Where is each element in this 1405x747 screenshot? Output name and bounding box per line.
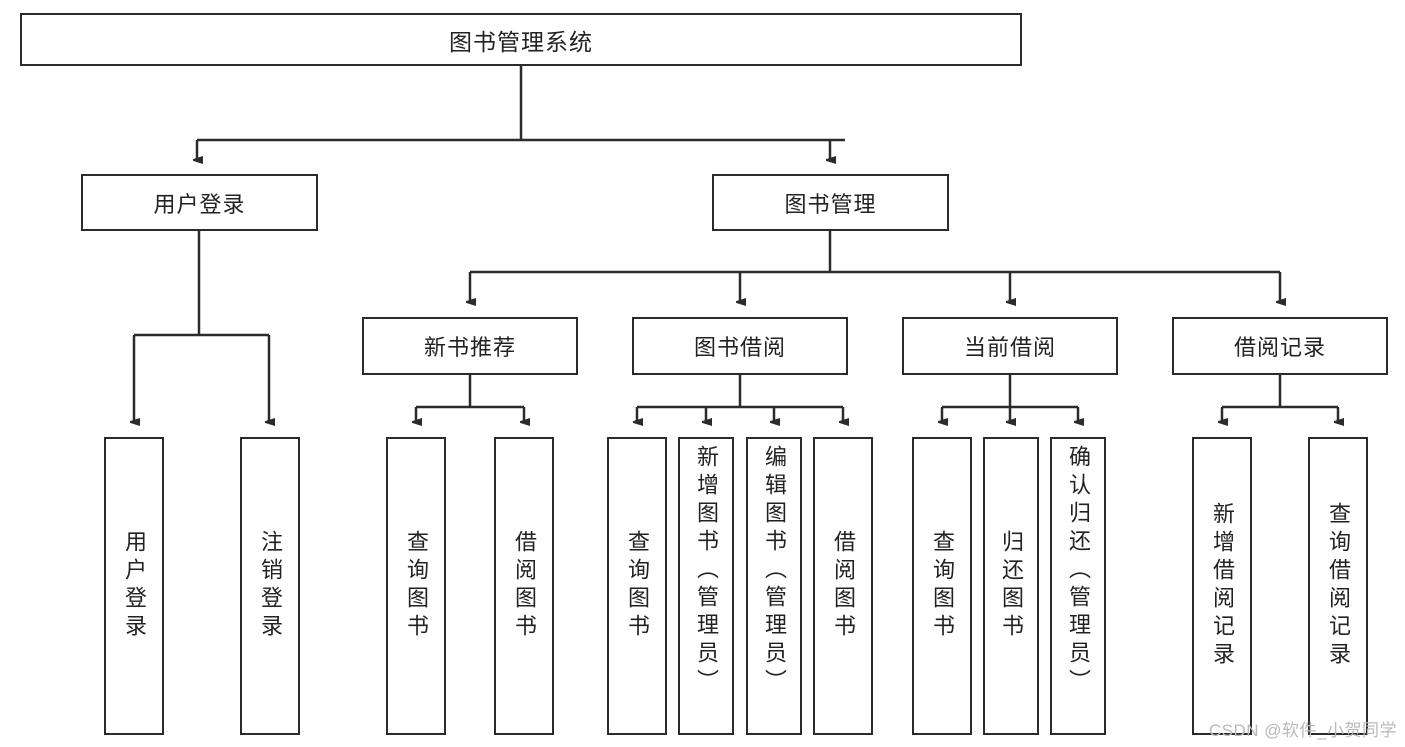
node-leaf-book-borrow-edit[interactable]: 编辑图书（管理员）: [746, 437, 802, 735]
node-label: 查询图书: [930, 530, 955, 642]
node-label: 用户登录: [153, 191, 246, 217]
node-leaf-current-borrow-confirm[interactable]: 确认归还（管理员）: [1050, 437, 1106, 735]
node-label: 新书推荐: [423, 335, 516, 360]
node-book-manage[interactable]: 图书管理: [712, 174, 949, 231]
vertical-text-wrap: 新增图书（管理员）: [680, 439, 732, 733]
vertical-text-wrap: 编辑图书（管理员）: [748, 439, 800, 733]
node-label: 当前借阅: [963, 335, 1056, 360]
vertical-text-wrap: 新增借阅记录: [1194, 439, 1250, 733]
vertical-text-wrap: 查询图书: [914, 439, 970, 733]
node-user-login[interactable]: 用户登录: [81, 174, 318, 231]
node-root-system[interactable]: 图书管理系统: [20, 13, 1022, 66]
node-label: 图书管理系统: [449, 28, 593, 55]
watermark-text: CSDN @软件_小贺同学: [1208, 721, 1397, 740]
vertical-text-wrap: 查询借阅记录: [1310, 439, 1366, 733]
node-label: 确认归还（管理员）: [1066, 445, 1091, 697]
node-label: 注销登录: [258, 530, 283, 642]
vertical-text-wrap: 借阅图书: [496, 439, 552, 733]
node-label: 查询图书: [404, 530, 429, 642]
vertical-text-wrap: 用户登录: [106, 439, 162, 733]
vertical-text-wrap: 确认归还（管理员）: [1052, 439, 1104, 733]
node-book-borrow[interactable]: 图书借阅: [632, 317, 848, 375]
node-leaf-book-borrow-add[interactable]: 新增图书（管理员）: [678, 437, 734, 735]
node-label: 新增借阅记录: [1210, 502, 1235, 670]
vertical-text-wrap: 借阅图书: [815, 439, 871, 733]
node-borrow-record[interactable]: 借阅记录: [1172, 317, 1388, 375]
node-leaf-book-borrow-borrow[interactable]: 借阅图书: [813, 437, 873, 735]
node-leaf-borrow-record-add[interactable]: 新增借阅记录: [1192, 437, 1252, 735]
node-leaf-user-login-login[interactable]: 用户登录: [104, 437, 164, 735]
node-new-book-recommend[interactable]: 新书推荐: [362, 317, 578, 375]
node-leaf-current-borrow-return[interactable]: 归还图书: [983, 437, 1039, 735]
node-label: 图书借阅: [693, 335, 786, 360]
node-leaf-new-book-query[interactable]: 查询图书: [386, 437, 446, 735]
node-leaf-new-book-borrow[interactable]: 借阅图书: [494, 437, 554, 735]
node-leaf-book-borrow-query[interactable]: 查询图书: [607, 437, 667, 735]
vertical-text-wrap: 注销登录: [242, 439, 298, 733]
node-label: 归还图书: [999, 530, 1024, 642]
node-leaf-current-borrow-query[interactable]: 查询图书: [912, 437, 972, 735]
node-label: 新增图书（管理员）: [694, 445, 719, 697]
vertical-text-wrap: 归还图书: [985, 439, 1037, 733]
vertical-text-wrap: 查询图书: [609, 439, 665, 733]
node-leaf-user-login-logout[interactable]: 注销登录: [240, 437, 300, 735]
node-current-borrow[interactable]: 当前借阅: [902, 317, 1118, 375]
node-label: 查询借阅记录: [1326, 502, 1351, 670]
node-label: 查询图书: [625, 530, 650, 642]
node-label: 用户登录: [122, 530, 147, 642]
node-label: 编辑图书（管理员）: [762, 445, 787, 697]
vertical-text-wrap: 查询图书: [388, 439, 444, 733]
node-label: 借阅图书: [831, 530, 856, 642]
node-leaf-borrow-record-query[interactable]: 查询借阅记录: [1308, 437, 1368, 735]
node-label: 借阅记录: [1233, 335, 1326, 360]
node-label: 借阅图书: [512, 530, 537, 642]
node-label: 图书管理: [784, 191, 877, 217]
